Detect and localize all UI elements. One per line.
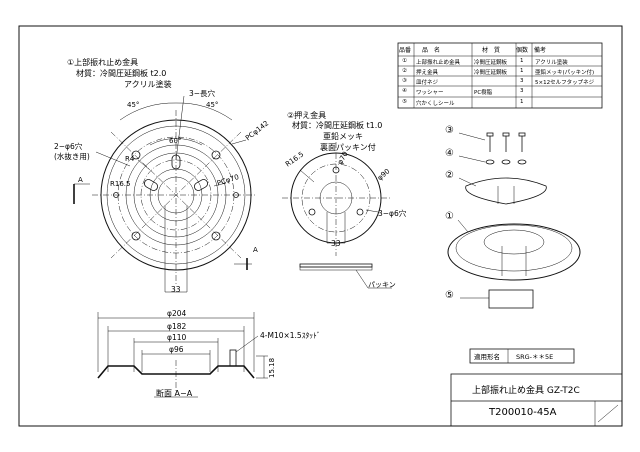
drawing-title: 上部振れ止め金具 GZ-T2C bbox=[472, 386, 580, 396]
table-cell: 3 bbox=[520, 78, 524, 84]
part1-finish: アクリル塗装 bbox=[124, 80, 172, 89]
section-bolt: 4-M10×1.5ｽﾀｯﾄﾞ bbox=[260, 331, 321, 340]
part2-material: 材質：冷間圧延鋼板 t1.0 bbox=[292, 121, 383, 130]
part1-material: 材質：冷間圧延鋼板 t2.0 bbox=[76, 69, 167, 78]
model-box bbox=[469, 348, 575, 364]
table-cell: 押え金具 bbox=[416, 70, 439, 76]
section-d96: φ96 bbox=[169, 345, 184, 354]
part2-title: ②押え金具 bbox=[287, 111, 327, 120]
section-height: 15.18 bbox=[268, 357, 276, 378]
part1-r16: R16.5 bbox=[110, 180, 131, 188]
sheet-border bbox=[18, 25, 623, 427]
part1-angle-center: 60° bbox=[169, 137, 182, 145]
model-value: SRG-＊＊5E bbox=[516, 353, 554, 361]
table-cell: ① bbox=[402, 58, 407, 64]
table-cell: 冷間圧延鋼板 bbox=[474, 60, 508, 66]
table-cell: 穴かくしシール bbox=[416, 101, 455, 107]
part1-hole-label: 2−φ6穴 bbox=[54, 142, 83, 151]
callout-4: ④ bbox=[445, 148, 454, 159]
table-cell: ④ bbox=[402, 88, 407, 94]
part2-plan-view bbox=[282, 142, 390, 256]
table-cell: 亜鉛メッキ(パッキン付) bbox=[535, 70, 595, 76]
section-mark-a-right: A bbox=[253, 246, 258, 254]
callout-5: ⑤ bbox=[445, 290, 454, 301]
section-caption: 断面 A−A bbox=[156, 389, 193, 398]
part2-packing: パッキン bbox=[368, 281, 396, 289]
section-d204: φ204 bbox=[167, 309, 187, 318]
title-block bbox=[450, 373, 623, 427]
section-view bbox=[97, 312, 268, 398]
part1-r4: R4 bbox=[125, 155, 135, 163]
table-cell: 皿付ネジ bbox=[416, 80, 439, 86]
table-cell: ワッシャー bbox=[416, 90, 444, 96]
part2-width-33: 33 bbox=[331, 239, 341, 248]
part1-plan-view bbox=[73, 95, 256, 293]
part1-angle-left: 45° bbox=[127, 101, 140, 109]
table-cell: ⑤ bbox=[402, 99, 407, 105]
part2-finish2: 裏面パッキン付 bbox=[320, 143, 376, 152]
part1-hole-note: (水抜き用) bbox=[54, 152, 90, 161]
section-mark-a-left: A bbox=[78, 176, 83, 184]
callout-3: ③ bbox=[445, 125, 454, 136]
callout-1: ① bbox=[445, 211, 454, 222]
table-cell: PC樹脂 bbox=[474, 90, 493, 96]
table-header-name: 品 名 bbox=[422, 47, 441, 54]
table-cell: ③ bbox=[402, 78, 407, 84]
parts-table-grid bbox=[397, 42, 603, 109]
table-cell: 5×12セルフタップネジ bbox=[535, 80, 595, 86]
parts-table: 品番 品 名 材 質 個数 備考 ① 上部振れ止め金具 冷間圧延鋼板 1 アクリ… bbox=[398, 43, 602, 108]
model-label: 適用形名 bbox=[474, 353, 500, 361]
drawing-number: T200010-45A bbox=[489, 407, 557, 418]
table-header-no: 品番 bbox=[399, 47, 412, 54]
screw-icon bbox=[486, 132, 526, 152]
table-cell: 1 bbox=[520, 68, 524, 74]
table-cell: 上部振れ止め金具 bbox=[416, 60, 461, 66]
part1-angle-right: 45° bbox=[206, 101, 219, 109]
table-cell: 1 bbox=[520, 99, 524, 105]
table-header-note: 備考 bbox=[534, 47, 547, 54]
section-d182: φ182 bbox=[167, 322, 187, 331]
table-header-qty: 個数 bbox=[516, 47, 529, 54]
table-cell: ② bbox=[402, 68, 407, 74]
table-cell: アクリル塗装 bbox=[535, 60, 568, 66]
table-cell: 冷間圧延鋼板 bbox=[474, 70, 508, 76]
table-header-material: 材 質 bbox=[482, 47, 501, 54]
part1-slot-label: 3−長穴 bbox=[189, 89, 216, 98]
part2-side-view bbox=[299, 263, 392, 289]
part2-finish1: 亜鉛メッキ bbox=[323, 132, 363, 141]
callout-2: ② bbox=[445, 170, 454, 181]
part1-title: ①上部振れ止め金具 bbox=[67, 58, 139, 67]
section-d110: φ110 bbox=[167, 333, 187, 342]
table-cell: 3 bbox=[520, 88, 524, 94]
part1-width-33: 33 bbox=[171, 285, 181, 294]
exploded-assembly bbox=[447, 132, 581, 309]
table-cell: 1 bbox=[520, 58, 524, 64]
part2-holes: 3−φ6穴 bbox=[378, 209, 407, 218]
